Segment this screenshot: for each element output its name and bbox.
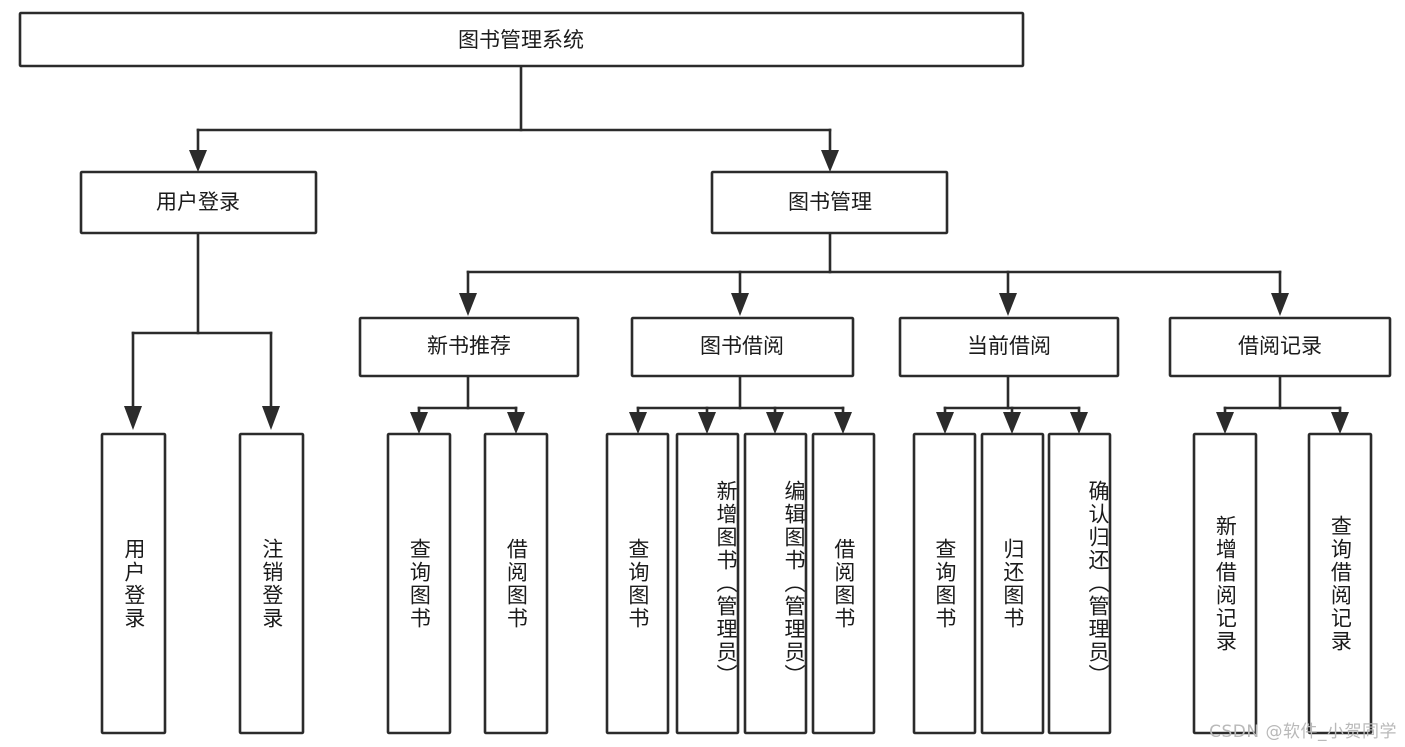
node-leaf-edit-book[interactable] [743, 432, 808, 735]
arrow-head-icon [507, 412, 525, 434]
node-book-manage-label: 图书管理 [788, 190, 872, 214]
node-book-borrow[interactable]: 图书借阅 [630, 316, 855, 378]
node-book-borrow-label: 图书借阅 [700, 334, 784, 358]
node-leaf-query-book-rec[interactable] [386, 432, 452, 735]
connector-current-borrow-to-leaves [936, 374, 1088, 434]
arrow-head-icon [1331, 412, 1349, 434]
node-user-login-label: 用户登录 [156, 190, 240, 214]
arrow-head-icon [1271, 293, 1289, 316]
connector-book-manage-to-level3 [459, 231, 1289, 316]
node-new-book-rec-label: 新书推荐 [427, 334, 511, 358]
node-leaf-confirm-return[interactable] [1047, 432, 1112, 735]
arrow-head-icon [698, 412, 716, 434]
node-leaf-query-record[interactable] [1307, 432, 1373, 735]
node-book-manage[interactable]: 图书管理 [710, 170, 949, 235]
arrow-head-icon [999, 293, 1017, 316]
node-root[interactable]: 图书管理系统 [18, 11, 1025, 68]
node-borrow-record[interactable]: 借阅记录 [1168, 316, 1392, 378]
node-leaf-return-book[interactable] [980, 432, 1045, 735]
node-leaf-user-login[interactable] [100, 432, 167, 735]
node-borrow-record-label: 借阅记录 [1238, 334, 1322, 358]
arrow-head-icon [731, 293, 749, 316]
node-current-borrow-label: 当前借阅 [967, 334, 1051, 358]
arrow-head-icon [766, 412, 784, 434]
node-leaf-logout[interactable] [238, 432, 305, 735]
arrow-head-icon [124, 406, 142, 430]
node-new-book-rec[interactable]: 新书推荐 [358, 316, 580, 378]
connector-borrow-record-to-leaves [1216, 374, 1349, 434]
arrow-head-icon [262, 406, 280, 430]
node-current-borrow[interactable]: 当前借阅 [898, 316, 1120, 378]
arrow-head-icon [1216, 412, 1234, 434]
connector-new-book-rec-to-leaves [410, 374, 525, 434]
node-leaf-query-book-current[interactable] [912, 432, 977, 735]
arrow-head-icon [189, 150, 207, 172]
arrow-head-icon [410, 412, 428, 434]
node-leaf-add-book[interactable] [675, 432, 740, 735]
connector-user-login-to-leaves [124, 231, 280, 430]
node-leaf-borrow-book[interactable] [811, 432, 876, 735]
arrow-head-icon [1070, 412, 1088, 434]
arrow-head-icon [936, 412, 954, 434]
node-leaf-borrow-book-rec[interactable] [483, 432, 549, 735]
node-root-label: 图书管理系统 [458, 28, 584, 52]
node-leaf-query-book-borrow[interactable] [605, 432, 670, 735]
csdn-watermark: CSDN @软件_小贺同学 [1209, 722, 1397, 742]
arrow-head-icon [629, 412, 647, 434]
arrow-head-icon [1003, 412, 1021, 434]
node-leaf-add-record[interactable] [1192, 432, 1258, 735]
connector-book-borrow-to-leaves [629, 374, 852, 434]
arrow-head-icon [459, 293, 477, 316]
connector-root-to-level2 [189, 64, 839, 172]
arrow-head-icon [821, 150, 839, 172]
arrow-head-icon [834, 412, 852, 434]
node-user-login[interactable]: 用户登录 [79, 170, 318, 235]
